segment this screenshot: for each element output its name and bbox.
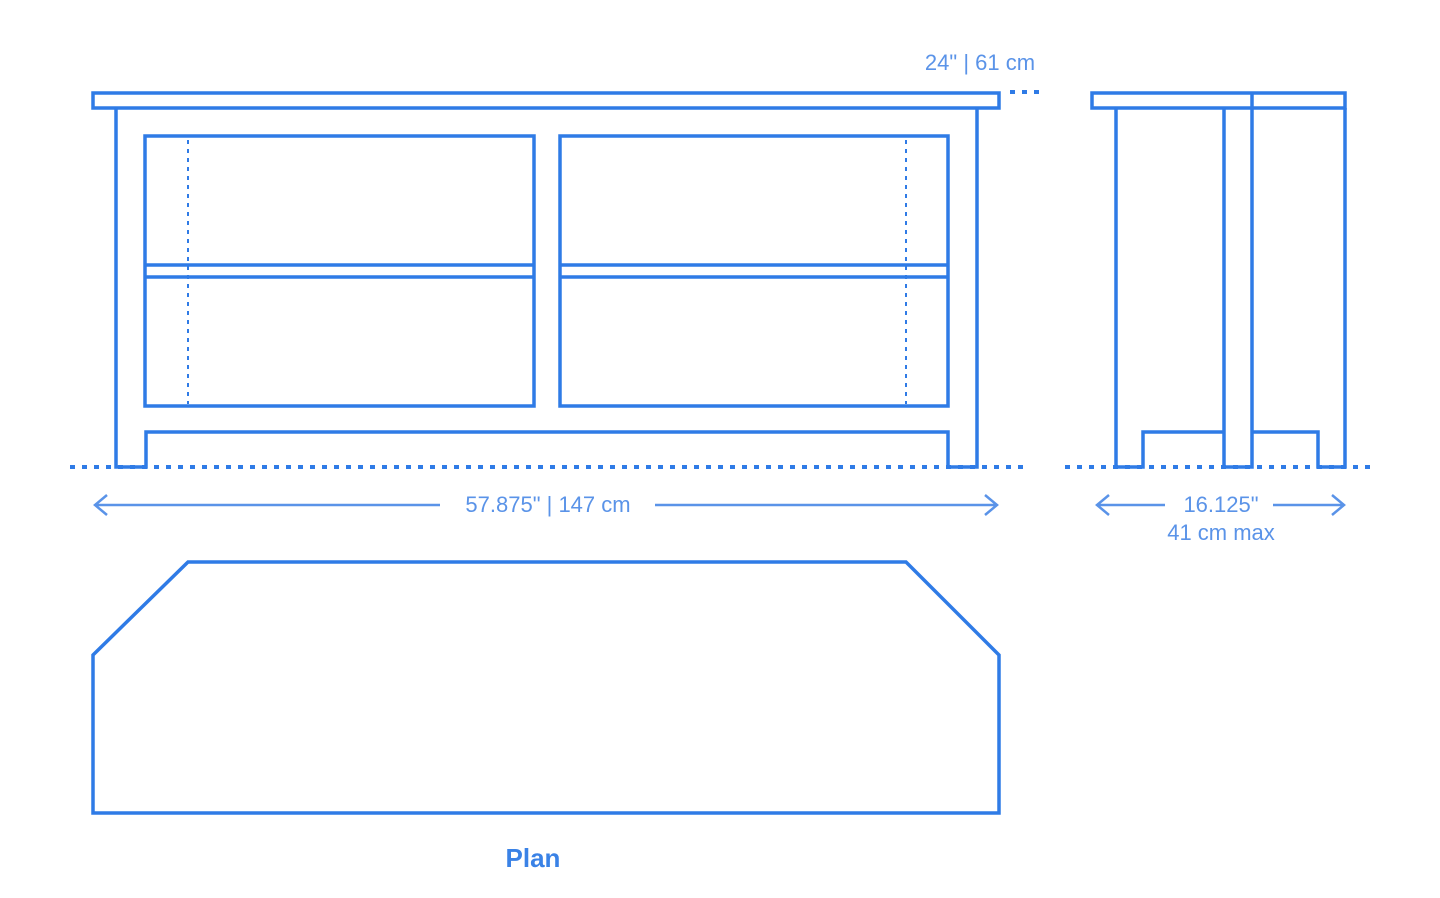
right-opening: [558, 134, 950, 408]
plan-view: Plan: [91, 560, 1001, 873]
plan-outline: [91, 560, 1001, 815]
front-top-slab: [91, 91, 1001, 110]
side-top-slab: [1090, 91, 1347, 110]
hidden-lines: [187, 140, 907, 404]
width-arrow: [93, 494, 999, 516]
front-body-outline: [114, 108, 979, 469]
plan-label: Plan: [506, 843, 561, 873]
side-body-outline: [1114, 108, 1347, 469]
front-elevation: 24" | 61 cm 57.875" | 147 cm: [70, 50, 1045, 517]
left-opening: [143, 134, 536, 408]
depth-label-in: 16.125": [1183, 492, 1258, 517]
side-center-post: [1222, 93, 1254, 469]
height-label: 24" | 61 cm: [925, 50, 1035, 75]
shelves: [145, 263, 948, 279]
depth-arrow: [1095, 494, 1346, 516]
side-elevation: 16.125" 41 cm max: [1065, 91, 1375, 545]
depth-label-cm: 41 cm max: [1167, 520, 1275, 545]
width-label: 57.875" | 147 cm: [465, 492, 630, 517]
